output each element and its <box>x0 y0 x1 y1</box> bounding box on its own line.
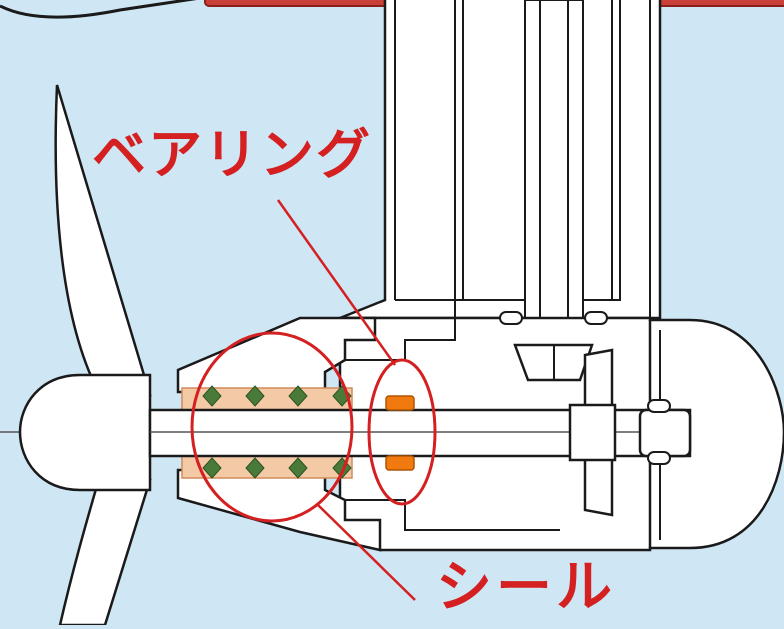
roller-pin <box>584 311 608 325</box>
roller-pin <box>647 451 671 465</box>
seal-leader-line <box>317 504 416 601</box>
bearing-ball <box>288 385 308 407</box>
bearing-label: ベアリング <box>92 123 372 186</box>
shaft-end <box>638 408 692 458</box>
bearing-ball <box>245 457 265 479</box>
roller-pin <box>499 311 523 325</box>
propeller-blade-upper <box>54 84 152 397</box>
seal-upper <box>385 395 415 411</box>
bearing-balls-lower <box>202 457 352 479</box>
bearing-ball <box>288 457 308 479</box>
bearing-ball <box>202 457 222 479</box>
shaft-housing-lower <box>176 468 382 552</box>
clutch-block <box>568 403 617 462</box>
roller-pin <box>647 399 671 413</box>
bearing-leader-line <box>276 199 397 366</box>
seal-lower <box>385 455 415 471</box>
seal-label: シール <box>436 555 616 620</box>
seal-callout-circle <box>367 358 437 506</box>
shaft-housing-step-lower <box>345 499 560 531</box>
bearing-callout-circle <box>190 331 354 523</box>
propeller-hub <box>18 373 152 492</box>
bearing-ball <box>245 385 265 407</box>
bearing-balls-upper <box>202 385 352 407</box>
shaft-housing-step-upper <box>345 300 456 361</box>
bearing-ball <box>202 385 222 407</box>
drive-shaft <box>524 0 584 346</box>
top-left-outline <box>0 0 197 19</box>
